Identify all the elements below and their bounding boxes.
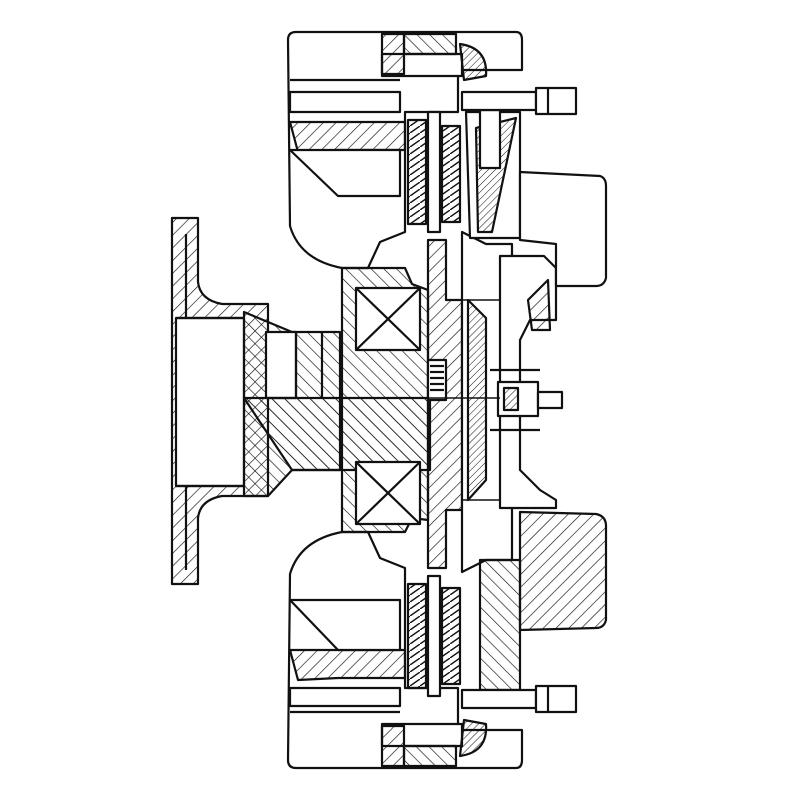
clutch-pack-upper <box>406 110 462 234</box>
clutch-pack-lower <box>406 574 462 698</box>
ball-bearing-upper <box>354 286 422 352</box>
end-cover <box>478 108 608 692</box>
housing-outer <box>286 30 524 270</box>
ball-bearing-lower <box>354 460 422 526</box>
bolt-bottom-right <box>460 684 578 714</box>
bolt-bottom-left <box>380 718 488 768</box>
diaphragm-spring <box>498 254 558 510</box>
housing-inner <box>286 530 524 770</box>
flange <box>170 216 270 586</box>
center-nut <box>490 368 564 432</box>
bolt-top-left <box>380 32 488 82</box>
bolt-top-right <box>460 86 578 116</box>
